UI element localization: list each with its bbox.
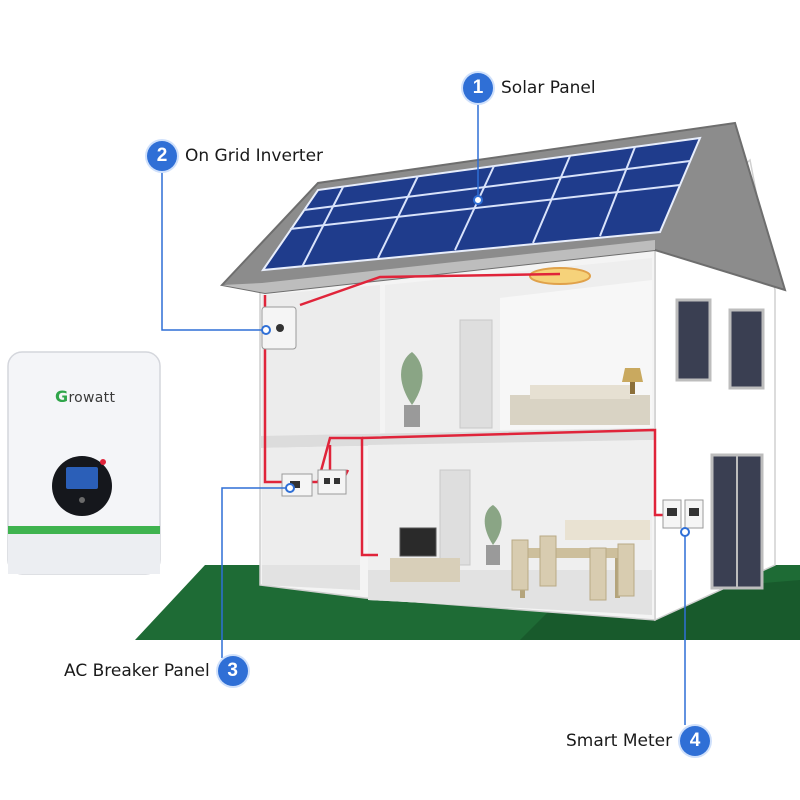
side-window-1 <box>675 298 712 382</box>
callout-smart-meter: Smart Meter 4 <box>566 726 711 756</box>
callout-ac-breaker-panel: AC Breaker Panel 3 <box>64 656 248 686</box>
bed <box>510 395 650 425</box>
upper-door <box>459 319 493 429</box>
plant-downstairs <box>484 505 502 565</box>
ceiling-light <box>529 267 591 285</box>
callout-number-badge: 1 <box>463 73 493 103</box>
callout-on-grid-inverter: 2 On Grid Inverter <box>147 141 323 171</box>
breaker-panel-2 <box>317 469 347 495</box>
callout-dot-4 <box>680 527 690 537</box>
roof-edge <box>222 240 655 293</box>
dining-set <box>511 535 635 601</box>
callout-leaders <box>161 104 686 725</box>
callout-label: Smart Meter <box>566 731 673 751</box>
plant-upstairs <box>401 352 423 427</box>
callout-number-badge: 3 <box>217 656 248 686</box>
callout-label: AC Breaker Panel <box>64 661 210 681</box>
growatt-logo: Growatt <box>55 387 116 406</box>
growatt-inverter <box>7 351 161 575</box>
solar-panel-grid <box>289 146 691 268</box>
side-window-2 <box>728 308 765 390</box>
callout-number-badge: 2 <box>147 141 177 171</box>
tv-stand <box>390 558 460 582</box>
callout-label: Solar Panel <box>501 78 596 98</box>
solar-panel <box>260 136 702 272</box>
callout-label: On Grid Inverter <box>185 146 324 166</box>
kitchen-counter <box>565 520 650 540</box>
callout-dot-1 <box>473 195 483 205</box>
callout-solar-panel: 1 Solar Panel <box>463 73 596 103</box>
callout-dot-3 <box>285 483 295 493</box>
callout-number-badge: 4 <box>680 726 711 756</box>
callout-dot-2 <box>261 325 271 335</box>
lower-left-floor <box>262 565 360 590</box>
lower-door <box>439 469 471 566</box>
lamp <box>622 368 643 394</box>
tv <box>399 527 437 557</box>
